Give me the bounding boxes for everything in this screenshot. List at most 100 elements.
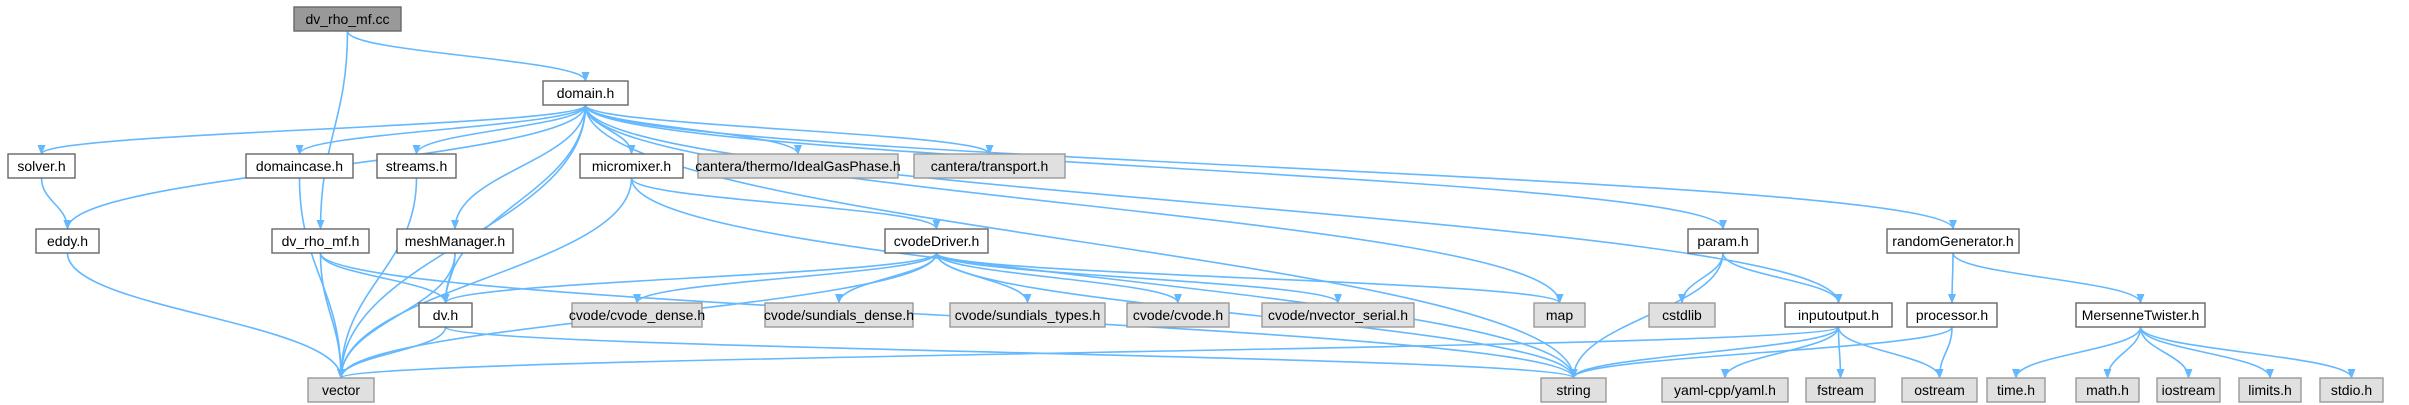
node-randomGenerator-h[interactable]: randomGenerator.h — [1886, 228, 2020, 254]
node-box — [1540, 377, 1607, 403]
node-box — [1687, 228, 1759, 254]
node-micromixer-h[interactable]: micromixer.h — [579, 153, 684, 179]
edge-domain_h-to-domaincase_h — [295, 104, 587, 155]
edge-micromixer_h-to-string — [630, 177, 1578, 379]
edge-domain_h-to-meshManager_h — [451, 104, 587, 230]
node-label: time.h — [1997, 382, 2035, 398]
edge-cvodeDriver_h-to-cvode_dense — [633, 252, 938, 304]
node-dv-h[interactable]: dv.h — [418, 302, 473, 328]
node-streams-h[interactable]: streams.h — [376, 153, 457, 179]
node-box — [542, 80, 629, 106]
node-label: randomGenerator.h — [1892, 233, 2013, 249]
node-map: map — [1533, 302, 1586, 328]
node-box — [1533, 302, 1586, 328]
node-cvode-h: cvode/cvode.h — [1126, 302, 1230, 328]
node-box — [245, 153, 354, 179]
node-domain-h[interactable]: domain.h — [542, 80, 629, 106]
edge-inputoutput_h-to-yaml — [1721, 326, 1840, 379]
node-label: streams.h — [386, 158, 447, 174]
edge-inputoutput_h-to-vector — [337, 326, 1840, 379]
node-box — [2238, 377, 2302, 403]
node-label: cvode/sundials_types.h — [955, 307, 1101, 323]
node-fstream: fstream — [1805, 377, 1876, 403]
edge-cvodeDriver_h-to-nvector_serial — [935, 252, 1342, 304]
node-string: string — [1540, 377, 1607, 403]
node-param-h[interactable]: param.h — [1687, 228, 1759, 254]
edge-processor_h-to-string — [1569, 326, 1953, 379]
node-box — [293, 6, 402, 32]
node-time-h: time.h — [1986, 377, 2046, 403]
node-MersenneTwister-h[interactable]: MersenneTwister.h — [2075, 302, 2206, 328]
node-box — [697, 153, 899, 179]
node-solver-h[interactable]: solver.h — [7, 153, 76, 179]
node-sundials-types: cvode/sundials_types.h — [949, 302, 1106, 328]
node-box — [1784, 302, 1893, 328]
nodes-layer: dv_rho_mf.cc domain.h solver.h domaincase.h… — [7, 6, 2384, 403]
node-eddy-h[interactable]: eddy.h — [35, 228, 100, 254]
edge-solver_h-to-eddy_h — [40, 177, 72, 230]
edge-domain_h-to-solver_h — [37, 104, 587, 155]
node-iostream: iostream — [2156, 377, 2221, 403]
edge-MersenneTwister_h-to-limits_h — [2139, 326, 2274, 379]
node-box — [571, 302, 703, 328]
node-label: MersenneTwister.h — [2082, 307, 2200, 323]
node-nvector-serial: cvode/nvector_serial.h — [1261, 302, 1415, 328]
node-label: inputoutput.h — [1798, 307, 1879, 323]
edge-domain_h-to-param_h — [584, 104, 1727, 230]
node-cstdlib: cstdlib — [1648, 302, 1716, 328]
node-label: processor.h — [1916, 307, 1988, 323]
node-meshManager-h[interactable]: meshManager.h — [396, 228, 514, 254]
edge-cvodeDriver_h-to-cvode_h — [935, 252, 1182, 304]
node-box — [396, 228, 514, 254]
edge-cvodeDriver_h-to-map — [935, 252, 1564, 304]
edge-MersenneTwister_h-to-math_h — [2103, 326, 2142, 379]
node-box — [1805, 377, 1876, 403]
edge-inputoutput_h-to-ostream — [1837, 326, 1944, 379]
edge-domain_h-to-streams_h — [412, 104, 587, 155]
node-label: string — [1556, 382, 1590, 398]
node-cvode-dense: cvode/cvode_dense.h — [569, 302, 705, 328]
node-processor-h[interactable]: processor.h — [1906, 302, 1998, 328]
edge-processor_h-to-ostream — [1935, 326, 1953, 379]
edge-domain_h-to-transport — [584, 104, 994, 155]
node-domaincase-h[interactable]: domaincase.h — [245, 153, 354, 179]
node-inputoutput-h[interactable]: inputoutput.h — [1784, 302, 1893, 328]
edge-param_h-to-inputoutput_h — [1722, 252, 1843, 304]
edge-dv_rho_mf_h-to-vector — [319, 252, 345, 379]
node-math-h: math.h — [2075, 377, 2140, 403]
node-label: iostream — [2162, 382, 2216, 398]
node-dv-rho-mf-h[interactable]: dv_rho_mf.h — [271, 228, 370, 254]
node-box — [7, 153, 76, 179]
node-label: domaincase.h — [256, 158, 343, 174]
edge-streams_h-to-vector — [337, 177, 418, 379]
edge-dv_rho_mf_cc-to-domain_h — [346, 30, 590, 82]
edge-MersenneTwister_h-to-time_h — [2012, 326, 2142, 379]
node-box — [1126, 302, 1230, 328]
node-label: cvode/cvode_dense.h — [569, 307, 705, 323]
node-label: math.h — [2086, 382, 2129, 398]
node-dv-rho-mf-cc[interactable]: dv_rho_mf.cc — [293, 6, 402, 32]
node-label: eddy.h — [47, 233, 88, 249]
node-transport: cantera/transport.h — [913, 153, 1066, 179]
node-label: dv_rho_mf.h — [282, 233, 360, 249]
edge-cvodeDriver_h-to-string — [935, 252, 1578, 379]
node-box — [376, 153, 457, 179]
edge-domain_h-to-string — [584, 104, 1578, 379]
edge-inputoutput_h-to-fstream — [1836, 326, 1845, 379]
node-cvodeDriver-h[interactable]: cvodeDriver.h — [884, 228, 989, 254]
node-label: fstream — [1817, 382, 1864, 398]
edge-domain_h-to-map — [584, 104, 1564, 304]
node-label: domain.h — [557, 85, 615, 101]
node-box — [2319, 377, 2384, 403]
edge-dv_rho_mf_cc-to-dv_rho_mf_h — [316, 30, 349, 230]
node-box — [1986, 377, 2046, 403]
edge-inputoutput_h-to-string — [1569, 326, 1840, 379]
node-label: meshManager.h — [405, 233, 505, 249]
node-box — [949, 302, 1106, 328]
edge-randomGenerator_h-to-MersenneTwister_h — [1952, 252, 2145, 304]
edge-cvodeDriver_h-to-dv_h — [441, 252, 938, 304]
edge-dv_rho_mf_h-to-dv_h — [319, 252, 450, 304]
node-stdio-h: stdio.h — [2319, 377, 2384, 403]
edge-dv_h-to-string — [444, 326, 1578, 379]
